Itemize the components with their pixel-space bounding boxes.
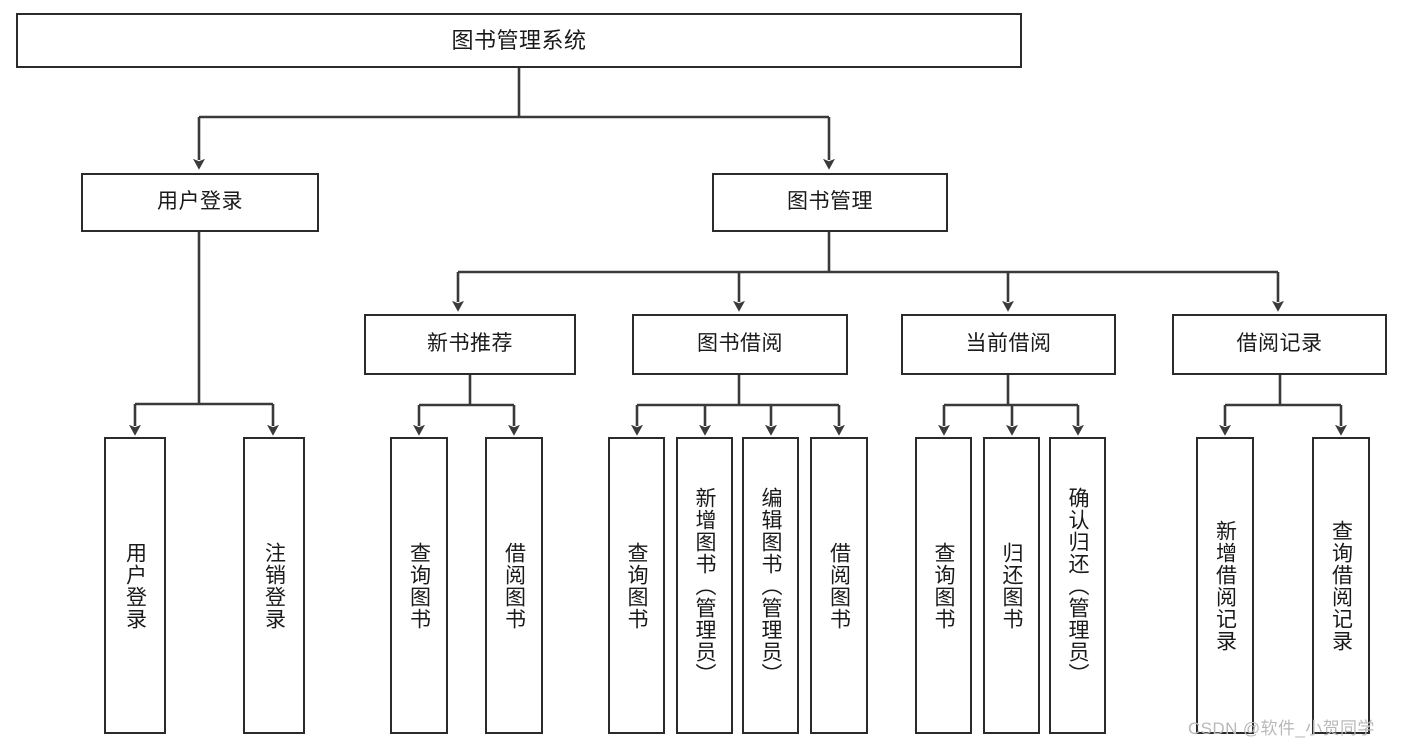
node-book-borrow[interactable]: 图书借阅 xyxy=(632,314,848,375)
leaf-logout[interactable]: 注销登录 xyxy=(243,437,305,734)
node-book-management[interactable]: 图书管理 xyxy=(712,173,948,232)
node-borrow-record-label: 借阅记录 xyxy=(1236,332,1323,356)
leaf-query-book-a[interactable]: 查询图书 xyxy=(390,437,448,734)
leaf-borrow-book-a-label: 借阅图书 xyxy=(502,541,526,630)
leaf-edit-book-label: 编辑图书（管理员） xyxy=(759,486,783,685)
leaf-confirm-return-label: 确认归还（管理员） xyxy=(1066,486,1090,685)
leaf-return-book[interactable]: 归还图书 xyxy=(983,437,1040,734)
leaf-user-login-label: 用户登录 xyxy=(123,541,147,630)
leaf-query-book-c[interactable]: 查询图书 xyxy=(915,437,972,734)
leaf-query-borrow-record-label: 查询借阅记录 xyxy=(1329,519,1353,652)
leaf-borrow-book-a[interactable]: 借阅图书 xyxy=(485,437,543,734)
leaf-add-book-label: 新增图书（管理员） xyxy=(693,486,717,685)
leaf-confirm-return[interactable]: 确认归还（管理员） xyxy=(1049,437,1106,734)
csdn-watermark: CSDN @软件_小贺同学 xyxy=(1188,719,1375,738)
leaf-query-book-b-label: 查询图书 xyxy=(625,541,649,630)
node-user-login[interactable]: 用户登录 xyxy=(81,173,319,232)
node-current-borrow[interactable]: 当前借阅 xyxy=(901,314,1116,375)
node-current-borrow-label: 当前借阅 xyxy=(965,332,1052,356)
leaf-borrow-book-b[interactable]: 借阅图书 xyxy=(810,437,868,734)
leaf-borrow-book-b-label: 借阅图书 xyxy=(827,541,851,630)
leaf-query-book-a-label: 查询图书 xyxy=(407,541,431,630)
leaf-add-borrow-record-label: 新增借阅记录 xyxy=(1213,519,1237,652)
node-new-book-recommend[interactable]: 新书推荐 xyxy=(364,314,576,375)
leaf-add-book[interactable]: 新增图书（管理员） xyxy=(676,437,733,734)
leaf-add-borrow-record[interactable]: 新增借阅记录 xyxy=(1196,437,1254,734)
leaf-logout-label: 注销登录 xyxy=(262,541,286,630)
node-borrow-record[interactable]: 借阅记录 xyxy=(1172,314,1387,375)
node-new-book-recommend-label: 新书推荐 xyxy=(427,332,513,356)
leaf-edit-book[interactable]: 编辑图书（管理员） xyxy=(742,437,799,734)
node-root-label: 图书管理系统 xyxy=(451,27,587,53)
node-book-management-label: 图书管理 xyxy=(787,190,873,214)
leaf-query-book-c-label: 查询图书 xyxy=(932,541,956,630)
node-book-borrow-label: 图书借阅 xyxy=(697,332,783,356)
leaf-query-borrow-record[interactable]: 查询借阅记录 xyxy=(1312,437,1370,734)
node-root[interactable]: 图书管理系统 xyxy=(16,13,1022,68)
leaf-query-book-b[interactable]: 查询图书 xyxy=(608,437,665,734)
leaf-user-login[interactable]: 用户登录 xyxy=(104,437,166,734)
node-user-login-label: 用户登录 xyxy=(157,190,243,214)
leaf-return-book-label: 归还图书 xyxy=(1000,541,1024,630)
